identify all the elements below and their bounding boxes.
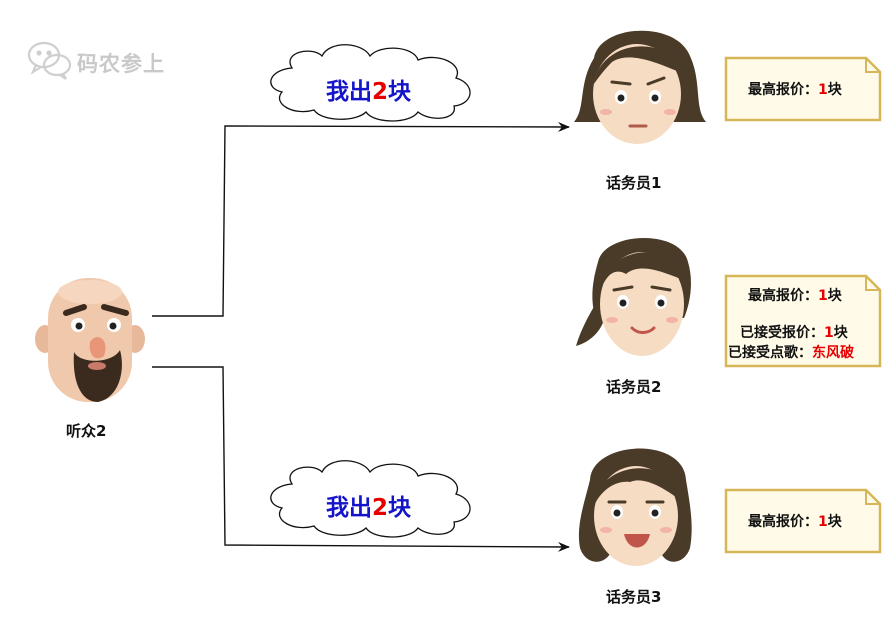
note-2-accepted-label: 已接受报价： (740, 325, 824, 341)
note-2-max-label: 最高报价： (748, 288, 818, 304)
note-2-accepted-song: 已接受点歌：东风破 (728, 342, 854, 362)
note-3-max-value: 1 (818, 514, 828, 530)
note-1-max-value: 1 (818, 82, 828, 98)
operator-2-avatar (576, 237, 691, 356)
operator-1-name: 话务员1 (606, 174, 662, 192)
note-2-max-value: 1 (818, 288, 828, 304)
connector-top (152, 121, 570, 317)
cloud-top-amount: 2 (372, 79, 389, 105)
note-2-unit: 块 (827, 288, 842, 304)
watermark-text: 码农参上 (77, 52, 165, 76)
cloud-top-prefix: 我出 (326, 79, 372, 105)
cloud-top-text: 我出2块 (326, 72, 411, 106)
cloud-bottom (270, 460, 471, 538)
note-2-max-price: 最高报价：1块 (748, 285, 842, 305)
note-operator-2 (724, 274, 882, 368)
note-3-max-label: 最高报价： (748, 514, 818, 530)
note-2-accepted-unit: 块 (833, 325, 848, 341)
cloud-bottom-amount: 2 (372, 495, 389, 521)
cloud-top (270, 44, 471, 122)
connector-bottom (152, 366, 570, 552)
note-2-accepted-value: 1 (824, 325, 834, 341)
note-1-max-price: 最高报价：1块 (748, 79, 842, 99)
note-1-max-label: 最高报价： (748, 82, 818, 98)
operator-3-name: 话务员3 (606, 588, 662, 606)
note-2-song-value: 东风破 (812, 345, 854, 361)
note-2-song-label: 已接受点歌： (728, 345, 812, 361)
operator-3-avatar (578, 448, 692, 566)
operator-2-name: 话务员2 (606, 378, 662, 396)
note-3-max-price: 最高报价：1块 (748, 511, 842, 531)
note-operator-3 (724, 488, 882, 554)
cloud-bottom-prefix: 我出 (326, 495, 372, 521)
listener-avatar (35, 278, 145, 402)
note-2-accepted-price: 已接受报价：1块 (740, 322, 848, 342)
note-1-unit: 块 (827, 82, 842, 98)
cloud-top-suffix: 块 (388, 79, 412, 105)
note-3-unit: 块 (827, 514, 842, 530)
wechat-logo-icon (27, 41, 72, 80)
cloud-bottom-suffix: 块 (388, 495, 412, 521)
operator-1-avatar (574, 30, 706, 144)
note-operator-1 (724, 56, 882, 122)
listener-name: 听众2 (66, 422, 107, 440)
cloud-bottom-text: 我出2块 (326, 488, 411, 522)
